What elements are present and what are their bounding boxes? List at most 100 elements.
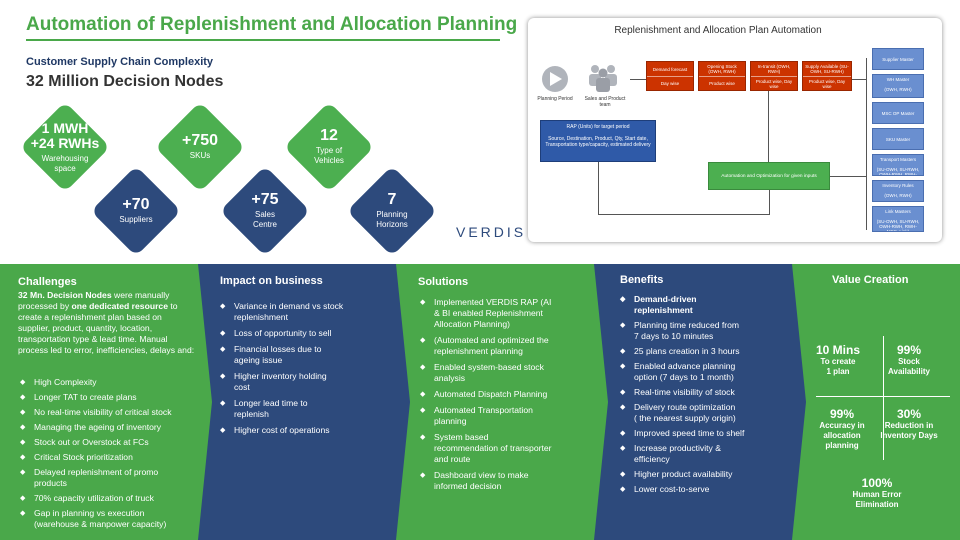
list-item: Delivery route optimization ( the neares… — [618, 402, 790, 424]
value-grid-divider — [883, 336, 884, 460]
master-transport: Transport Masters (SU-OWH, SU-RWH, OWH-R… — [872, 154, 924, 176]
list-item: High Complexity — [18, 377, 198, 388]
diamond-label: Sales Centre — [252, 210, 277, 229]
connector — [598, 214, 770, 215]
intro-bold: one dedicated resource — [71, 301, 168, 311]
chevron-divider — [396, 264, 410, 540]
flow-step-head: Opening Stock (OWH, RWH) — [707, 64, 737, 74]
list-item: Delayed replenishment of promo products — [18, 467, 198, 489]
diamond-value: 12 — [320, 127, 338, 144]
flow-step-in-transit: In-transit (OWH, RWH) Product wise, Day … — [750, 61, 798, 91]
metric-value: 99% — [829, 407, 855, 421]
flow-step-body: Day wise — [647, 76, 693, 90]
list-item: Increase productivity & efficiency — [618, 443, 790, 465]
impact-title: Impact on business — [220, 275, 323, 287]
list-item: Real-time visibility of stock — [618, 387, 790, 398]
subtitle: Customer Supply Chain Complexity — [26, 56, 214, 68]
flow-step-body: Product wise — [699, 76, 745, 90]
list-item: Lower cost-to-serve — [618, 484, 790, 495]
list-item: Automated Dispatch Planning — [418, 389, 592, 400]
list-item: System based recommendation of transport… — [418, 432, 592, 465]
list-item: Longer TAT to create plans — [18, 392, 198, 403]
impact-list: Variance in demand vs stock replenishmen… — [218, 301, 388, 441]
planning-period-caption: Planning Period — [537, 96, 573, 102]
list-item: Gap in planning vs execution (warehouse … — [18, 508, 198, 530]
metric-label: Reduction in Inventory Days — [880, 421, 938, 440]
list-item: Managing the ageing of inventory — [18, 422, 198, 433]
flow-step-body: Product wise, Day wise — [751, 76, 797, 90]
page-title: Automation of Replenishment and Allocati… — [26, 14, 518, 35]
value-creation-title: Value Creation — [832, 274, 909, 286]
master-link: Link Masters (SU-OWH, SU-RWH, OWH-RWH, R… — [872, 206, 924, 232]
challenges-list: High Complexity Longer TAT to create pla… — [18, 377, 198, 534]
solutions-list: Implemented VERDIS RAP (AI & BI enabled … — [418, 297, 592, 497]
connector — [598, 162, 599, 214]
challenges-title: Challenges — [18, 276, 77, 288]
value-creation-panel — [792, 264, 960, 540]
list-item: 25 plans creation in 3 hours — [618, 346, 790, 357]
master-msc-op: MSC OP Master — [872, 102, 924, 124]
list-item: Demand-driven replenishment — [618, 294, 790, 316]
flow-step-head: Supply Available (SU-OWH, SU-RWH) — [805, 64, 849, 74]
diamond-value: +70 — [122, 196, 150, 213]
connector — [768, 91, 769, 162]
flow-step-head: Demand forecast — [652, 66, 688, 72]
metric-label: Accuracy in allocation planning — [819, 421, 865, 450]
rap-output-box: RAP (Units) for target period Source, De… — [540, 120, 656, 162]
diamond-value: +750 — [181, 132, 219, 149]
diamond-label: Type of Vehicles — [314, 146, 344, 165]
list-item: Longer lead time to replenish — [218, 398, 388, 420]
play-icon — [542, 66, 568, 92]
process-diagram: Replenishment and Allocation Plan Automa… — [528, 18, 942, 242]
list-item: Loss of opportunity to sell — [218, 328, 388, 339]
sales-team-caption: Sales and Product team — [584, 96, 626, 108]
diagram-title: Replenishment and Allocation Plan Automa… — [614, 25, 822, 36]
metric-label: Stock Availability — [888, 357, 930, 376]
connector — [852, 79, 866, 80]
list-item: (Automated and optimized the replenishme… — [418, 335, 592, 357]
master-wh: WH Master (OWH, RWH) — [872, 74, 924, 98]
intro-bold: 32 Mn. Decision Nodes — [18, 290, 112, 300]
metric-value: 30% — [896, 407, 922, 421]
list-item: Critical Stock prioritization — [18, 452, 198, 463]
metric-stock-availability: 99% Stock Availability — [877, 343, 941, 377]
metric-plan-time: 10 Mins To create 1 plan — [806, 343, 870, 377]
list-item: Automated Transportation planning — [418, 405, 592, 427]
chevron-divider — [594, 264, 608, 540]
automation-box: Automation and Optimization for given in… — [708, 162, 830, 190]
flow-step-supply-available: Supply Available (SU-OWH, SU-RWH) Produc… — [802, 61, 852, 91]
diamond-label: Planning Horizons — [376, 210, 408, 229]
benefits-list: Demand-driven replenishment Planning tim… — [618, 294, 790, 499]
metric-inventory-days: 30% Reduction in Inventory Days — [877, 407, 941, 441]
list-item: 70% capacity utilization of truck — [18, 493, 198, 504]
list-item: Improved speed time to shelf — [618, 428, 790, 439]
metric-value: 100% — [861, 476, 893, 490]
list-item: Stock out or Overstock at FCs — [18, 437, 198, 448]
flow-step-opening-stock: Opening Stock (OWH, RWH) Product wise — [698, 61, 746, 91]
metric-label: Human Error Elimination — [852, 490, 902, 509]
list-item: Financial losses due to ageing issue — [218, 344, 388, 366]
list-item: Dashboard view to make informed decision — [418, 470, 592, 492]
diamond-value: 7 — [387, 191, 397, 208]
diamond-label: SKUs — [189, 151, 211, 160]
list-item: Variance in demand vs stock replenishmen… — [218, 301, 388, 323]
diamond-value: +75 — [251, 191, 279, 208]
master-sku: SKU Master — [872, 128, 924, 150]
diamond-label: Suppliers — [119, 215, 153, 224]
flow-step-demand-forecast: Demand forecast Day wise — [646, 61, 694, 91]
master-inventory-rules: Inventory Rules (OWH, RWH) — [872, 180, 924, 202]
list-item: Enabled advance planning option (7 days … — [618, 361, 790, 383]
connector — [769, 190, 770, 214]
title-underline — [26, 39, 500, 41]
flow-step-head: In-transit (OWH, RWH) — [757, 64, 791, 74]
headline: 32 Million Decision Nodes — [26, 73, 224, 90]
benefits-title: Benefits — [620, 274, 664, 286]
metric-label: To create 1 plan — [820, 357, 856, 376]
metric-value: 99% — [896, 343, 922, 357]
master-supplier: Supplier Master — [872, 48, 924, 70]
